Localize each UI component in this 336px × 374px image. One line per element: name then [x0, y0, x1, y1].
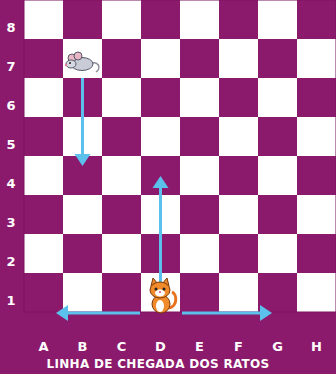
board-square: [63, 234, 102, 273]
cat-figure: [150, 278, 176, 313]
column-letter: D: [155, 340, 166, 353]
move-arrows: [56, 78, 272, 321]
mouse-figure: [65, 52, 99, 72]
board-square: [24, 156, 63, 195]
board-square: [219, 39, 258, 78]
column-letter: H: [311, 340, 322, 353]
board-square: [297, 156, 336, 195]
column-letter: A: [38, 340, 48, 353]
column-letter: C: [117, 340, 127, 353]
board-square: [180, 117, 219, 156]
board-square: [24, 273, 63, 312]
row-number: 7: [6, 60, 15, 73]
board-square: [258, 0, 297, 39]
board-square: [219, 195, 258, 234]
board-square: [24, 39, 63, 78]
board-square: [141, 0, 180, 39]
board-square: [180, 39, 219, 78]
board-square: [297, 78, 336, 117]
board-square: [180, 156, 219, 195]
board-square: [297, 39, 336, 78]
row-number: 2: [6, 255, 15, 268]
board-square: [63, 39, 102, 78]
row-number: 4: [6, 177, 15, 190]
board-border: [24, 0, 336, 312]
board-square: [24, 195, 63, 234]
board-square: [219, 117, 258, 156]
board-square: [63, 195, 102, 234]
board-square: [180, 78, 219, 117]
board-square: [102, 0, 141, 39]
board-square: [219, 78, 258, 117]
board-square: [24, 78, 63, 117]
finish-line-label: LINHA DE CHEGADA DOS RATOS: [46, 358, 269, 370]
board-square: [297, 0, 336, 39]
row-number: 3: [6, 216, 15, 229]
board-square: [258, 234, 297, 273]
board-square: [180, 0, 219, 39]
board-square: [102, 195, 141, 234]
board-square: [297, 234, 336, 273]
column-letter: F: [234, 340, 243, 353]
board-square: [180, 273, 219, 312]
board-square: [258, 156, 297, 195]
board-square: [258, 78, 297, 117]
column-letter: B: [78, 340, 88, 353]
board-square: [24, 117, 63, 156]
board-square: [102, 117, 141, 156]
board-square: [63, 273, 102, 312]
board-square: [180, 195, 219, 234]
board-square: [24, 0, 63, 39]
board-square: [297, 195, 336, 234]
row-number: 1: [6, 294, 15, 307]
board-square: [102, 78, 141, 117]
board-square: [219, 0, 258, 39]
board-square: [258, 273, 297, 312]
column-letter: E: [195, 340, 204, 353]
board-square: [141, 78, 180, 117]
board-square: [258, 117, 297, 156]
board-squares: [24, 0, 336, 312]
board-square: [102, 273, 141, 312]
board-square: [102, 39, 141, 78]
board-square: [180, 234, 219, 273]
row-number: 6: [6, 99, 15, 112]
board-square: [297, 273, 336, 312]
board-square: [258, 39, 297, 78]
board-square: [219, 273, 258, 312]
board-square: [141, 117, 180, 156]
board-square: [24, 234, 63, 273]
column-letter: G: [272, 340, 283, 353]
board-square: [258, 195, 297, 234]
board-square: [63, 0, 102, 39]
board-square: [102, 234, 141, 273]
board-square: [219, 156, 258, 195]
row-number: 8: [6, 21, 15, 34]
row-number: 5: [6, 138, 15, 151]
board-square: [219, 234, 258, 273]
board-square: [297, 117, 336, 156]
board-square: [102, 156, 141, 195]
board-square: [141, 39, 180, 78]
